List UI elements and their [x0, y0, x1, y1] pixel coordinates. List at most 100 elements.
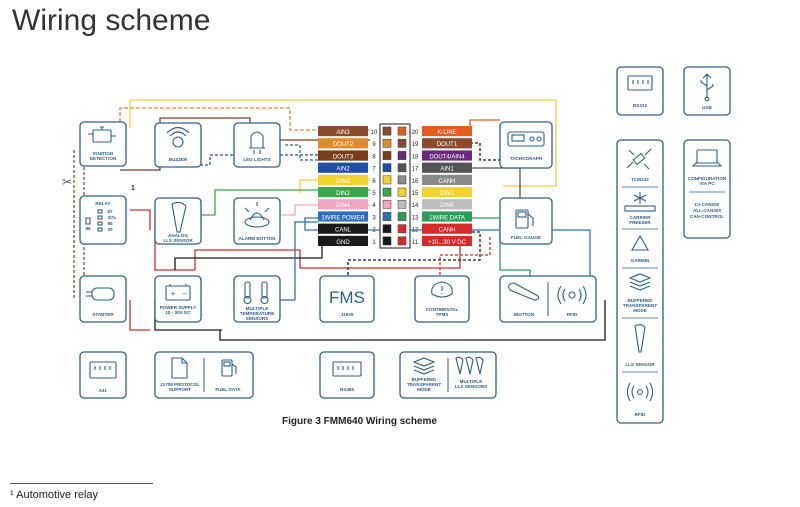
fuel-pump-icon — [221, 359, 237, 377]
pin-label-bg — [318, 162, 368, 173]
pin-label-bg — [318, 150, 368, 161]
buffered-lls-box: BUFFERED TRANSPARENT MODE MULTIPLE LLS S… — [399, 351, 497, 399]
pin-label-bg — [318, 223, 368, 234]
figure-caption: Figure 3 FMM640 Wiring scheme — [282, 416, 437, 427]
wire-black-bottom — [219, 300, 606, 341]
wire-buzzer — [195, 154, 370, 166]
fuel-data-label: FUEL DATA — [215, 387, 241, 392]
pin-number: 15 — [412, 191, 419, 197]
relay-label: RELAY — [95, 201, 110, 206]
tachograph-icon — [507, 131, 545, 147]
lls-sensor-icon — [171, 201, 187, 233]
pin-label: CANH — [438, 179, 455, 185]
battery-minus-icon: − — [182, 290, 188, 298]
pin-label-bg — [422, 187, 472, 198]
pin-number: 11 — [412, 240, 419, 246]
pin-number: 14 — [412, 203, 419, 209]
j1939-label: J1939 — [341, 312, 354, 317]
led-label: LED LIGHTS — [243, 157, 270, 162]
wire-blue-1wire — [304, 217, 591, 280]
pin-number: 6 — [372, 179, 376, 185]
led-lights-box: LED LIGHTS — [233, 122, 281, 168]
rs232-column: RS232 TCM232 CARRIER FREEZER GARMIN BUFF… — [616, 66, 664, 424]
j1708-label-1: J1708 PROTOCOL — [160, 382, 200, 387]
pin-socket — [382, 199, 392, 209]
connector-port-icon — [89, 361, 117, 379]
pin-label: AIN2 — [336, 167, 350, 173]
pin-number: 4 — [372, 203, 376, 209]
laptop-icon — [691, 149, 723, 167]
usb-can-1: LV-CAN200 — [695, 202, 720, 207]
garmin-icon — [631, 234, 649, 251]
pin-number: 5 — [372, 191, 376, 197]
rfid-label: RFID — [567, 312, 578, 317]
relay-pins-icon — [85, 209, 103, 232]
pin-number: 7 — [372, 167, 376, 173]
pin-label: DOUT2 — [333, 142, 354, 148]
pin-number: 19 — [412, 142, 419, 148]
pin-socket — [382, 126, 392, 136]
wire-yellow-top — [129, 99, 557, 187]
led-icon — [249, 131, 265, 154]
usb-can-2: ALL-CAN300 — [693, 208, 722, 213]
pin-number: 17 — [412, 167, 419, 173]
analog-lls-box: ANALOG LLS SENSOR — [154, 197, 202, 245]
temp-label-2: TEMPERATURE — [240, 311, 275, 316]
pin-label-bg — [318, 211, 368, 222]
ibutton-label: IBUTTON — [514, 312, 535, 317]
ibutton-rfid-box: IBUTTON RFID — [499, 275, 597, 323]
usb-can-3: CAN-CONTROL — [690, 214, 724, 219]
buzzer-icon — [166, 126, 190, 148]
pin-label-bg — [422, 211, 472, 222]
pin-socket — [397, 151, 407, 160]
multi-lls-label-2: LLS SENSORS — [455, 384, 487, 389]
pin-label: AIN1 — [440, 167, 454, 173]
ibutton-icon — [508, 282, 540, 301]
page-title: Wiring scheme — [12, 4, 211, 37]
footnote: ¹ Automotive relay — [10, 489, 99, 501]
pin-number: 18 — [412, 154, 419, 160]
pin-number: 2 — [372, 228, 376, 234]
pin-label-bg — [422, 223, 472, 234]
analog-lls-label-2: LLS SENSOR — [163, 238, 193, 243]
pin-label: GND — [336, 240, 350, 246]
rs232-item-lls: LLS SENSOR — [625, 362, 655, 367]
pin-label: 1WIRE DATA — [429, 215, 465, 221]
pin-label: +10...30 V DC — [428, 240, 467, 246]
wire-blue-temp — [280, 221, 318, 301]
pin-label: AIN3 — [336, 130, 350, 136]
fms-label: FMS — [329, 288, 365, 307]
wire-orange-dashed — [119, 107, 370, 140]
pin-number: 3 — [372, 215, 376, 221]
fuel-gauge-icon — [515, 209, 534, 229]
buzzer-label: BUZZER — [169, 157, 188, 162]
starter-icon — [86, 287, 115, 301]
tpms-label-2: TPMS — [436, 312, 449, 317]
buffered-layers-icon — [628, 273, 652, 291]
pin-socket — [382, 138, 392, 148]
fms-box: FMS J1939 — [319, 275, 375, 323]
pin-label-bg — [318, 199, 368, 210]
tachograph-label: TACHOGRAPH — [510, 156, 543, 161]
connector-pin-right: 18 DOUT4/AIN4 — [397, 150, 472, 161]
rs232-item-buffered-2: TRANSPARENT — [623, 303, 658, 308]
j1708-fuel-box: J1708 PROTOCOL SUPPORT FUEL DATA — [154, 351, 254, 399]
lls-probe-icon — [634, 324, 646, 353]
pin-label: DOUT4/AIN4 — [429, 154, 465, 160]
footnote-rule — [10, 483, 153, 484]
pin-socket — [397, 175, 407, 185]
rs232-item-tcm232: TCM232 — [631, 177, 649, 182]
usb-header-label: USB — [702, 105, 712, 110]
temp-label-1: MULTIPLE — [246, 306, 269, 311]
fuel-gauge-label: FUEL GAUGE — [511, 235, 541, 240]
